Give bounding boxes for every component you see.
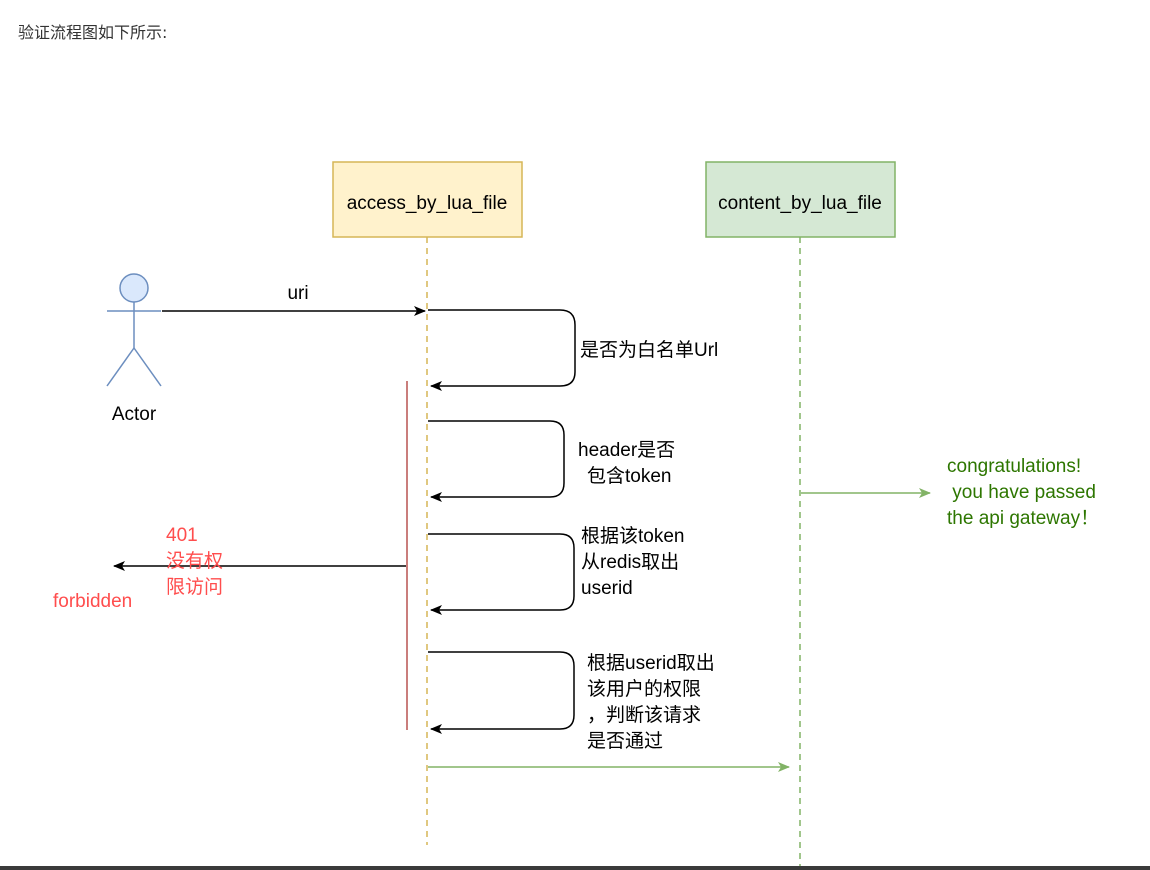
header-check-loop-arrow (428, 420, 565, 502)
permission-check-loop-arrow (428, 651, 575, 734)
redis-lookup-label-line-2: 从redis取出 (581, 551, 679, 573)
whitelist-label: 是否为白名单Url (580, 339, 718, 361)
permission-check-label-line-3: ，判断该请求 (587, 704, 701, 726)
forbidden-code-line-2: 没有权 (166, 550, 223, 572)
permission-check-label-line-4: 是否通过 (587, 730, 663, 752)
forbidden-label: forbidden (53, 591, 132, 612)
forbidden-code-line-1: 401 (166, 525, 198, 546)
redis-lookup-label-line-1: 根据该token (581, 525, 684, 547)
success-line-2: you have passed (947, 482, 1096, 503)
redis-lookup-loop-arrow (428, 533, 575, 615)
bottom-bar (0, 866, 1150, 870)
uri-label: uri (287, 283, 308, 304)
header-check-label-line-2: 包含token (587, 465, 671, 487)
content-lifeline-label: content_by_lua_file (718, 193, 882, 214)
content-lifeline-header: content_by_lua_file (705, 161, 896, 238)
actor-label: Actor (112, 404, 157, 425)
forbidden-code-line-3: 限访问 (166, 576, 223, 598)
permission-check-label-line-2: 该用户的权限 (587, 678, 701, 700)
whitelist-loop-arrow (428, 309, 576, 391)
access-lifeline-label: access_by_lua_file (347, 193, 508, 214)
success-line-1: congratulations! (947, 456, 1081, 477)
redis-lookup-label-line-3: userid (581, 578, 633, 599)
permission-check-label-line-1: 根据userid取出 (587, 652, 715, 674)
intro-text: 验证流程图如下所示: (18, 23, 168, 42)
actor-head (119, 273, 149, 303)
actor-figure (106, 273, 162, 387)
success-line-3: the api gateway！ (947, 508, 1099, 529)
access-lifeline-header: access_by_lua_file (332, 161, 523, 238)
header-check-label-line-1: header是否 (578, 440, 675, 461)
